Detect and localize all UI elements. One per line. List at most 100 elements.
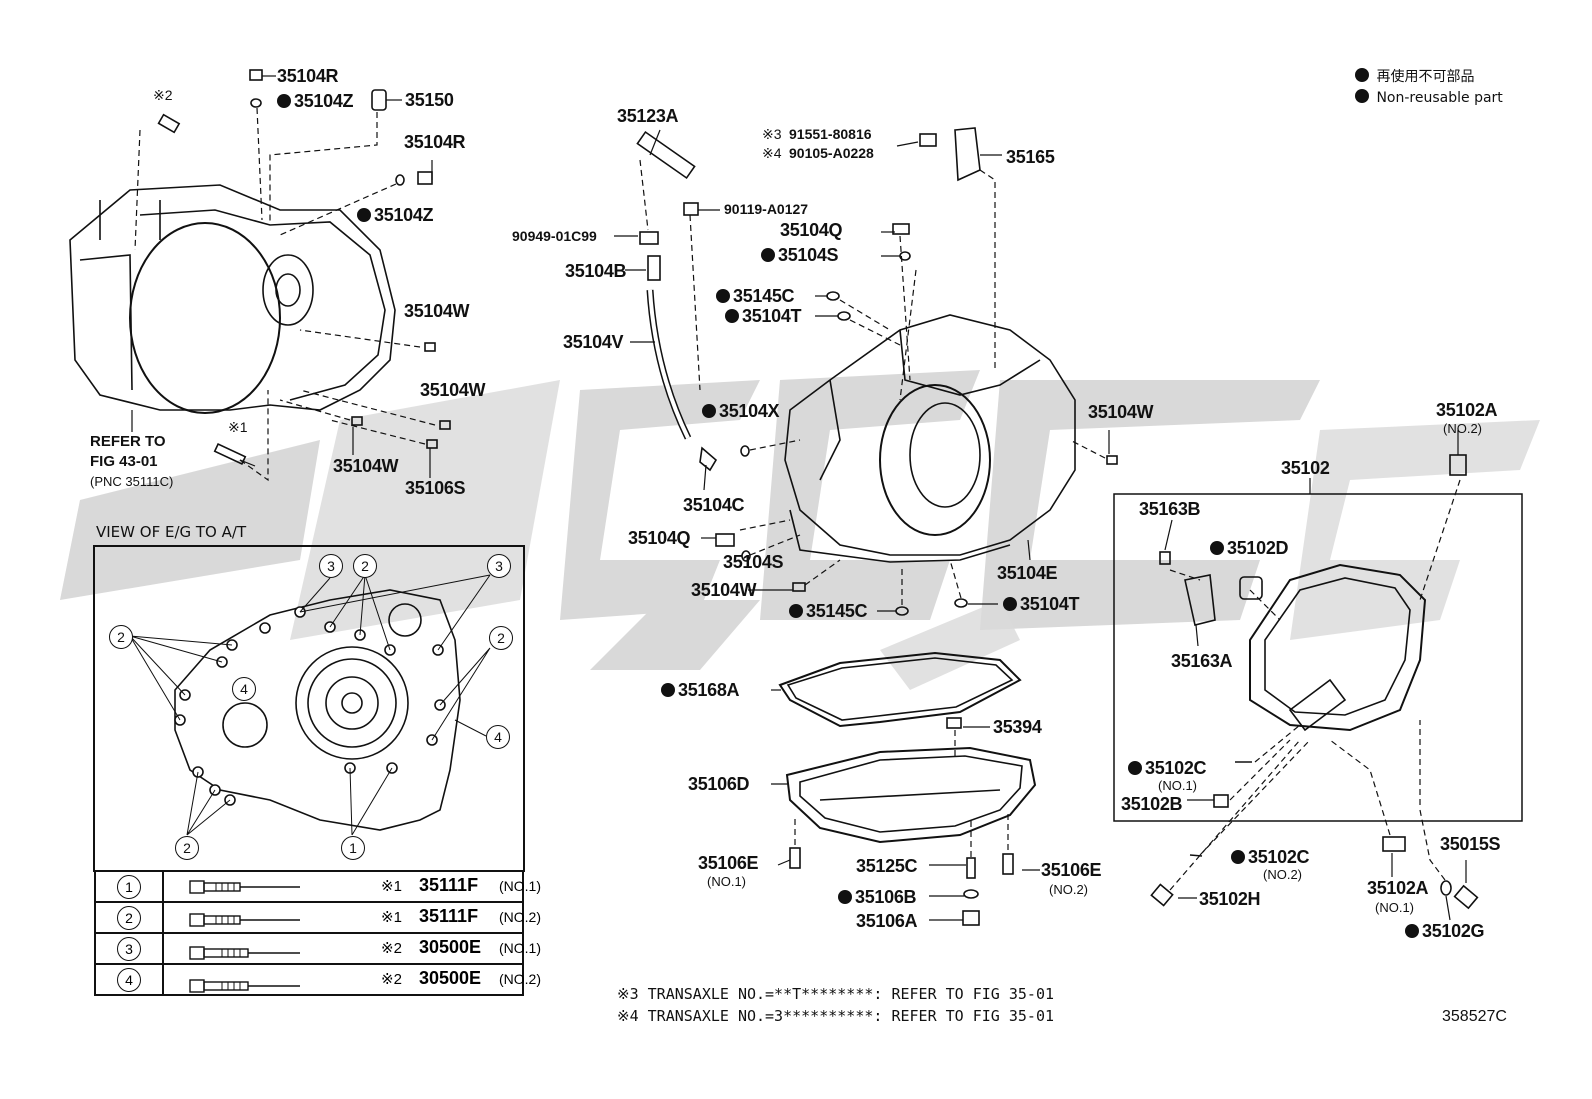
part-label[interactable]: 35150 — [405, 90, 454, 110]
callout-4: 4 — [486, 725, 510, 749]
part-label[interactable]: 35104W — [1088, 402, 1154, 422]
part-label[interactable]: 35106E — [698, 853, 759, 873]
non-reusable-dot-icon — [1003, 597, 1017, 611]
left-small-parts — [157, 69, 451, 466]
non-reusable-dot-icon — [702, 404, 716, 418]
table-row[interactable]: 3 ※2 30500E (NO.1) — [94, 932, 541, 965]
part-label[interactable]: 35104R — [277, 66, 339, 86]
callout-3: 3 — [319, 554, 343, 578]
part-label[interactable]: 35104Q — [780, 220, 843, 240]
part-label[interactable]: 35102G — [1405, 921, 1485, 941]
center-leader-dashes — [639, 159, 1106, 605]
part-label[interactable]: 35125C — [856, 856, 918, 876]
table-row[interactable]: 4 ※2 30500E (NO.2) — [94, 963, 541, 996]
part-label[interactable]: 35104X — [702, 401, 780, 421]
converter-housing — [69, 184, 396, 414]
part-label[interactable]: 35104S — [761, 245, 839, 265]
note-mark: ※3 — [762, 126, 782, 142]
non-reusable-dot-icon — [277, 94, 291, 108]
bolt-no: 1 — [117, 874, 141, 899]
part-label[interactable]: 35102H — [1199, 889, 1261, 909]
refer-line: (PNC 35111C) — [90, 474, 174, 489]
part-label[interactable]: 35104Z — [357, 205, 434, 225]
bolt-part-number: 30500E — [419, 937, 482, 957]
bolt-desc-cell: ※1 35111F (NO.1) — [162, 870, 541, 903]
bolt-part-number: 35111F — [419, 906, 479, 926]
part-number: 35145C — [733, 286, 795, 306]
part-label[interactable]: 90119-A0127 — [724, 201, 809, 217]
part-label[interactable]: 35015S — [1440, 834, 1501, 854]
part-label[interactable]: 90949-01C99 — [512, 228, 597, 244]
part-label[interactable]: 35104Z — [277, 91, 354, 111]
legend-en-text: Non-reusable part — [1376, 90, 1503, 106]
part-label[interactable]: 35163B — [1139, 499, 1201, 519]
callout-2: 2 — [489, 626, 513, 650]
part-label[interactable]: 35102 — [1281, 458, 1330, 478]
part-label[interactable]: 35106E — [1041, 860, 1102, 880]
table-row[interactable]: 2 ※1 35111F (NO.2) — [94, 901, 541, 934]
bolt-mark: ※2 — [381, 940, 402, 957]
part-label[interactable]: 35104E — [997, 563, 1058, 583]
part-label[interactable]: 35104W — [691, 580, 757, 600]
part-label[interactable]: 35104T — [725, 306, 802, 326]
part-label[interactable]: 35104V — [563, 332, 624, 352]
part-label[interactable]: 35104T — [1003, 594, 1080, 614]
bolt-mark: ※1 — [381, 878, 402, 895]
part-label[interactable]: 35123A — [617, 106, 679, 126]
part-number: 35104S — [778, 245, 839, 265]
part-label[interactable]: 91551-80816 — [789, 126, 872, 142]
part-label[interactable]: 35104Q — [628, 528, 691, 548]
center-small-parts — [636, 127, 1118, 616]
non-reusable-dot-icon — [716, 289, 730, 303]
bolt-sub: (NO.2) — [499, 971, 541, 987]
bolt-no-cell: 2 — [94, 901, 164, 934]
bolt-desc-cell: ※2 30500E (NO.1) — [162, 932, 541, 965]
part-label[interactable]: 35104S — [723, 552, 784, 572]
part-number: 35168A — [678, 680, 740, 700]
non-reusable-dot-icon — [1405, 924, 1419, 938]
refer-note[interactable]: REFER TO FIG 43-01 (PNC 35111C) — [90, 432, 173, 492]
part-label[interactable]: 35165 — [1006, 147, 1055, 167]
bolt-sub: (NO.1) — [499, 878, 541, 894]
part-label[interactable]: 35104W — [420, 380, 486, 400]
part-label[interactable]: 35104W — [333, 456, 399, 476]
part-label[interactable]: 35102A — [1436, 400, 1498, 420]
part-label[interactable]: 35168A — [661, 680, 740, 700]
bolt-no: 3 — [117, 936, 141, 961]
part-label[interactable]: 35106B — [838, 887, 917, 907]
part-label[interactable]: 35145C — [716, 286, 795, 306]
part-label[interactable]: 35163A — [1171, 651, 1233, 671]
non-reusable-dot-icon — [761, 248, 775, 262]
part-label[interactable]: 35102A — [1367, 878, 1429, 898]
non-reusable-dot-icon — [789, 604, 803, 618]
note-mark: ※1 — [228, 419, 248, 435]
non-reusable-dot-icon — [661, 683, 675, 697]
part-label[interactable]: 35104W — [404, 301, 470, 321]
refer-line: REFER TO — [90, 433, 166, 450]
part-label[interactable]: 35102D — [1210, 538, 1289, 558]
part-sub-label: (NO.1) — [1158, 778, 1197, 793]
bolt-table: 1 ※1 35111F (NO.1) 2 ※1 35111F (NO.2) 3 … — [94, 870, 541, 996]
bolt-no-cell: 3 — [94, 932, 164, 965]
part-label[interactable]: 35102B — [1121, 794, 1183, 814]
part-label[interactable]: 35106S — [405, 478, 466, 498]
part-number: 35104T — [1020, 594, 1080, 614]
part-label[interactable]: 35145C — [789, 601, 868, 621]
bolt-mark: ※2 — [381, 971, 402, 988]
part-label[interactable]: 35104C — [683, 495, 745, 515]
part-label[interactable]: 35394 — [993, 717, 1042, 737]
bolt-desc-cell: ※1 35111F (NO.2) — [162, 901, 541, 934]
footnote-4: ※4 TRANSAXLE NO.=3**********: REFER TO F… — [617, 1007, 1055, 1025]
part-label[interactable]: 35102C — [1231, 847, 1310, 867]
non-reusable-dot-icon — [1128, 761, 1142, 775]
part-label[interactable]: 35102C — [1128, 758, 1207, 778]
oil-pan-gasket — [778, 651, 1022, 729]
part-label[interactable]: 35104B — [565, 261, 627, 281]
callout-3: 3 — [487, 554, 511, 578]
part-label[interactable]: 35106A — [856, 911, 918, 931]
part-label[interactable]: 90105-A0228 — [789, 145, 874, 161]
table-row[interactable]: 1 ※1 35111F (NO.1) — [94, 870, 541, 903]
bolt-no: 2 — [117, 905, 141, 930]
part-label[interactable]: 35104R — [404, 132, 466, 152]
part-label[interactable]: 35106D — [688, 774, 750, 794]
